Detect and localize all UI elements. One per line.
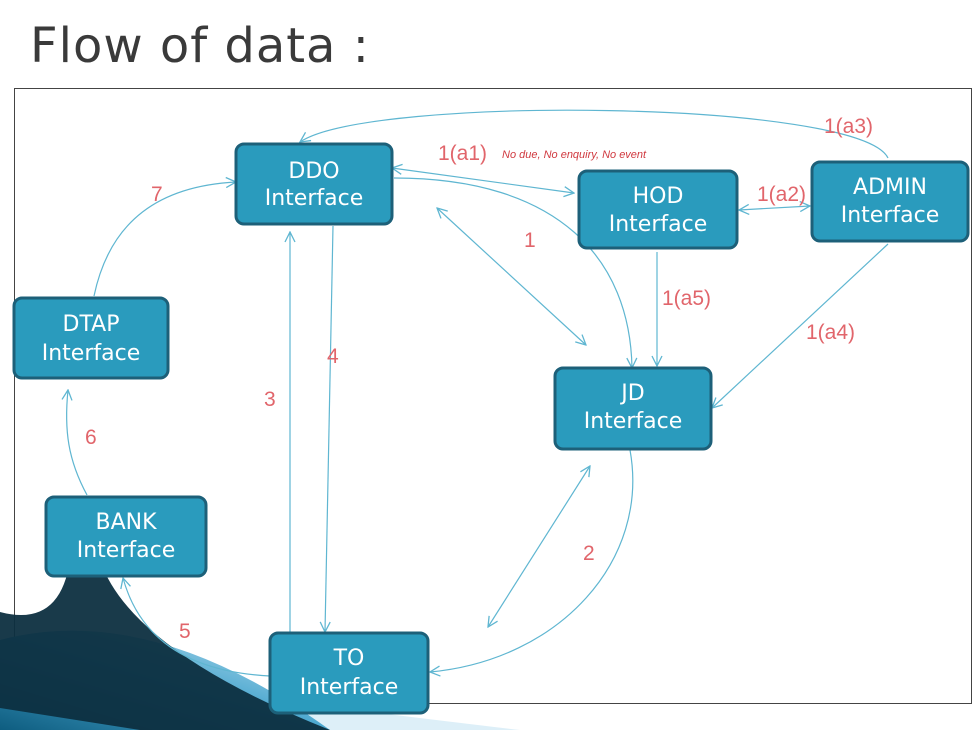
edge-jd-to-to-curve	[430, 449, 634, 672]
label-1a5: 1(a5)	[662, 287, 711, 310]
node-ddo-line2: Interface	[265, 186, 364, 211]
label-1: 1	[524, 229, 536, 252]
label-5: 5	[179, 620, 191, 643]
slide-title: Flow of data :	[30, 18, 370, 74]
label-1a4: 1(a4)	[806, 321, 855, 344]
edge-ddo-jd	[437, 208, 586, 345]
edge-admin-to-jd	[712, 243, 889, 408]
edge-ddo-hod	[392, 168, 574, 193]
edge-to-to-bank	[123, 578, 271, 677]
label-1a3: 1(a3)	[824, 115, 873, 138]
node-jd[interactable]: JD Interface	[553, 366, 713, 451]
node-jd-line1: JD	[619, 381, 644, 406]
edge-ddo-to-to	[325, 225, 334, 632]
label-7: 7	[151, 183, 163, 206]
label-4: 4	[327, 345, 339, 368]
node-dtap-line2: Interface	[42, 341, 141, 366]
label-1a1-note: No due, No enquiry, No event	[502, 149, 647, 161]
corner-swoosh-decoration	[0, 560, 520, 730]
edge-jd-to	[488, 466, 590, 627]
node-jd-line2: Interface	[584, 409, 683, 434]
edges	[67, 109, 889, 677]
label-2: 2	[583, 542, 595, 565]
edge-hod-admin	[739, 206, 810, 210]
label-3: 3	[264, 388, 276, 411]
node-bank-line1: BANK	[95, 510, 157, 535]
node-to[interactable]: TO Interface	[268, 631, 430, 715]
label-1a1: 1(a1)	[438, 142, 487, 165]
node-hod-line1: HOD	[633, 184, 684, 209]
edge-dtap-to-ddo	[93, 182, 236, 297]
node-to-line1: TO	[333, 646, 365, 671]
edge-labels: 1(a3) 1(a1) No due, No enquiry, No event…	[85, 115, 873, 643]
node-hod[interactable]: HOD Interface	[577, 169, 739, 250]
node-admin[interactable]: ADMIN Interface	[810, 160, 970, 243]
node-admin-line1: ADMIN	[853, 175, 927, 200]
node-dtap-line1: DTAP	[63, 312, 120, 337]
label-1a2: 1(a2)	[757, 183, 806, 206]
edge-bank-to-dtap	[67, 390, 88, 496]
node-admin-line2: Interface	[841, 203, 940, 228]
node-bank[interactable]: BANK Interface	[44, 495, 208, 578]
node-hod-line2: Interface	[609, 212, 708, 237]
diagram-frame	[14, 88, 972, 704]
edge-admin-to-ddo	[300, 109, 889, 159]
label-6: 6	[85, 426, 97, 449]
node-bank-line2: Interface	[77, 538, 176, 563]
node-dtap[interactable]: DTAP Interface	[12, 296, 170, 380]
node-ddo-line1: DDO	[288, 159, 339, 184]
node-to-line2: Interface	[300, 675, 399, 700]
node-ddo[interactable]: DDO Interface	[234, 142, 394, 226]
